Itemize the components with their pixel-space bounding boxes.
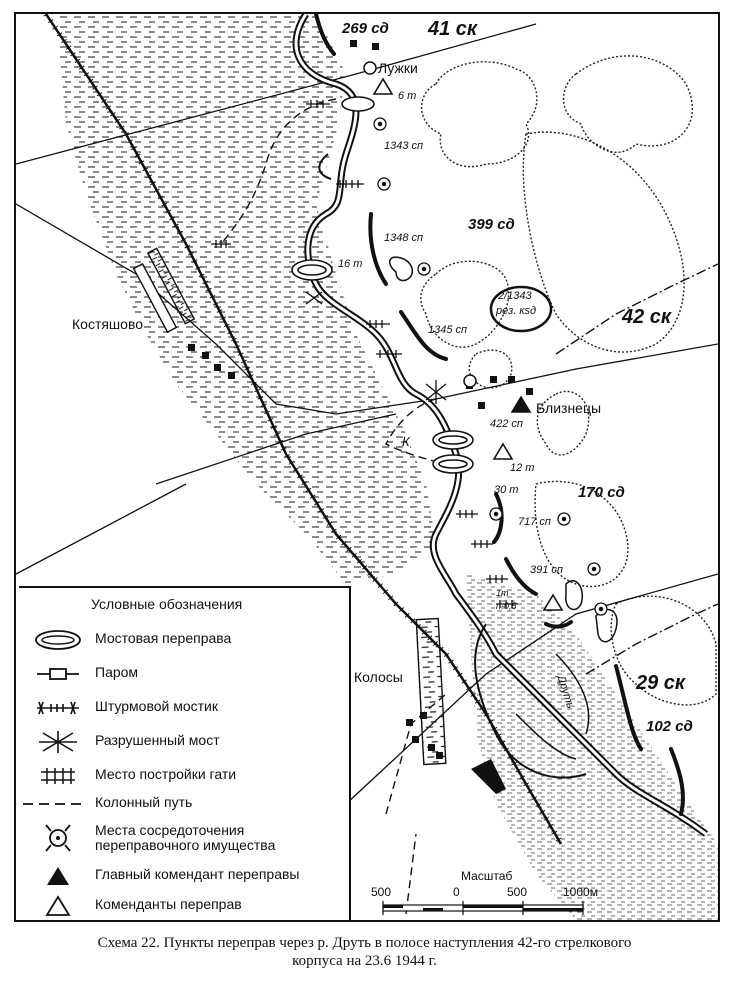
label-kolosy: Колосы	[354, 669, 403, 685]
ferry-icon	[37, 668, 79, 680]
legend-item-pontoon: Мостовая переправа	[19, 628, 349, 652]
river-drut	[292, 14, 709, 837]
label-t30: 30 т	[494, 484, 519, 496]
label-reg-717: 717 сп	[518, 516, 551, 528]
label-t12: 12 т	[510, 462, 535, 474]
village-buildings	[132, 40, 533, 794]
legend-label: Главный комендант переправы	[95, 866, 300, 882]
map-drawing	[16, 14, 718, 920]
scale-tick-0: 500	[371, 885, 392, 899]
commandant-icon	[45, 895, 71, 916]
marsh-area-north	[56, 14, 436, 584]
scale-tick-2: 500	[507, 885, 528, 899]
bliznetsy-marker	[463, 374, 477, 388]
legend-item-main-commandant: Главный комендант переправы	[19, 864, 349, 888]
caption-line-2: корпуса на 23.6 1944 г.	[292, 953, 437, 969]
label-corps-29: 29 ск	[636, 672, 686, 694]
main-commandant-icon	[47, 867, 69, 885]
legend-item-causeway: Место постройки гати	[19, 764, 349, 788]
label-tp: п-0,5	[496, 601, 517, 611]
causeway-site-icon	[41, 768, 75, 784]
pontoon-bridges	[291, 96, 474, 474]
label-t1: 1т	[496, 588, 509, 598]
causeway-sites	[211, 100, 330, 248]
column-route-icon	[23, 803, 87, 805]
legend-label: Коменданты переправ	[95, 896, 242, 912]
assault-footbridge-icon	[37, 701, 79, 715]
label-div-399: 399 сд	[468, 216, 515, 233]
label-reg-391: 391 сп	[530, 564, 563, 576]
scale-tick-3: 1000м	[563, 885, 598, 899]
legend-item-route: Колонный путь	[19, 792, 349, 816]
scale-title: Масштаб	[461, 869, 513, 883]
label-t6: 6 т	[398, 90, 417, 102]
label-reg-1345: 1345 сп	[428, 324, 468, 336]
caption-line-1: Схема 22. Пункты переправ через р. Друть…	[97, 935, 632, 951]
luzhki-marker	[363, 61, 377, 75]
destroyed-bridges	[305, 291, 447, 404]
equipment-points	[373, 117, 608, 616]
woods	[420, 55, 717, 706]
legend-label: Паром	[95, 664, 139, 680]
legend-label: Штурмовой мостик	[95, 698, 218, 714]
railway	[43, 14, 564, 846]
label-reserve-2: рез. кsд	[496, 305, 537, 317]
reserve-ring	[489, 285, 553, 333]
label-div-170: 170 сд	[578, 484, 625, 501]
legend-label: Место постройки гати	[95, 766, 237, 782]
legend-label: Разрушенный мост	[95, 732, 220, 748]
label-corps-42: 42 ск	[622, 306, 672, 328]
legend-item-equipment: Места сосредоточения переправочного имущ…	[19, 820, 349, 854]
legend: Условные обозначения Мостовая переправа …	[19, 586, 351, 920]
destroyed-bridge-icon	[39, 731, 77, 753]
scale-bar: Масштаб 500 0 500 1000м	[361, 869, 621, 919]
legend-label: Колонный путь	[95, 794, 193, 810]
label-reg-1348: 1348 сп	[384, 232, 424, 244]
label-bliznetsy: Близнецы	[536, 400, 602, 416]
legend-label-line1: Места сосредоточения	[95, 822, 245, 838]
label-kostyashovo: Костяшово	[72, 316, 144, 332]
label-div-269: 269 сд	[342, 20, 389, 37]
label-reg-1343: 1343 сп	[384, 140, 424, 152]
legend-label-line2: переправочного имущества	[95, 837, 276, 853]
label-luzhki: Лужки	[378, 60, 418, 76]
label-div-102: 102 сд	[646, 718, 693, 735]
label-reg-422: 422 сп	[490, 418, 523, 430]
label-t16: 16 т	[338, 258, 363, 270]
scale-ruler	[382, 901, 584, 915]
label-corps-41: 41 ск	[428, 18, 478, 40]
legend-item-footbridge: Штурмовой мостик	[19, 696, 349, 720]
legend-label: Места сосредоточения переправочного имущ…	[95, 823, 275, 853]
unit-boundaries	[555, 263, 718, 675]
legend-label: Мостовая переправа	[95, 630, 232, 646]
label-reserve-1: 2/1343	[498, 290, 532, 302]
assault-footbridges	[336, 180, 518, 608]
front-lines	[314, 14, 685, 816]
map-frame: 269 сд 41 ск Лужки 6 т 1343 сп 399 сд 13…	[14, 12, 720, 922]
legend-item-ferry: Паром	[19, 662, 349, 686]
figure-caption: Схема 22. Пункты переправ через р. Друть…	[0, 934, 729, 970]
legend-title: Условные обозначения	[91, 596, 243, 612]
scale-tick-1: 0	[453, 885, 460, 899]
equipment-concentration-icon	[45, 824, 71, 852]
pontoon-bridge-icon	[35, 630, 81, 650]
legend-item-destroyed: Разрушенный мост	[19, 730, 349, 754]
label-point-k: К	[402, 434, 410, 449]
commandant-posts	[372, 77, 564, 611]
legend-item-commandant: Коменданты переправ	[19, 894, 349, 918]
